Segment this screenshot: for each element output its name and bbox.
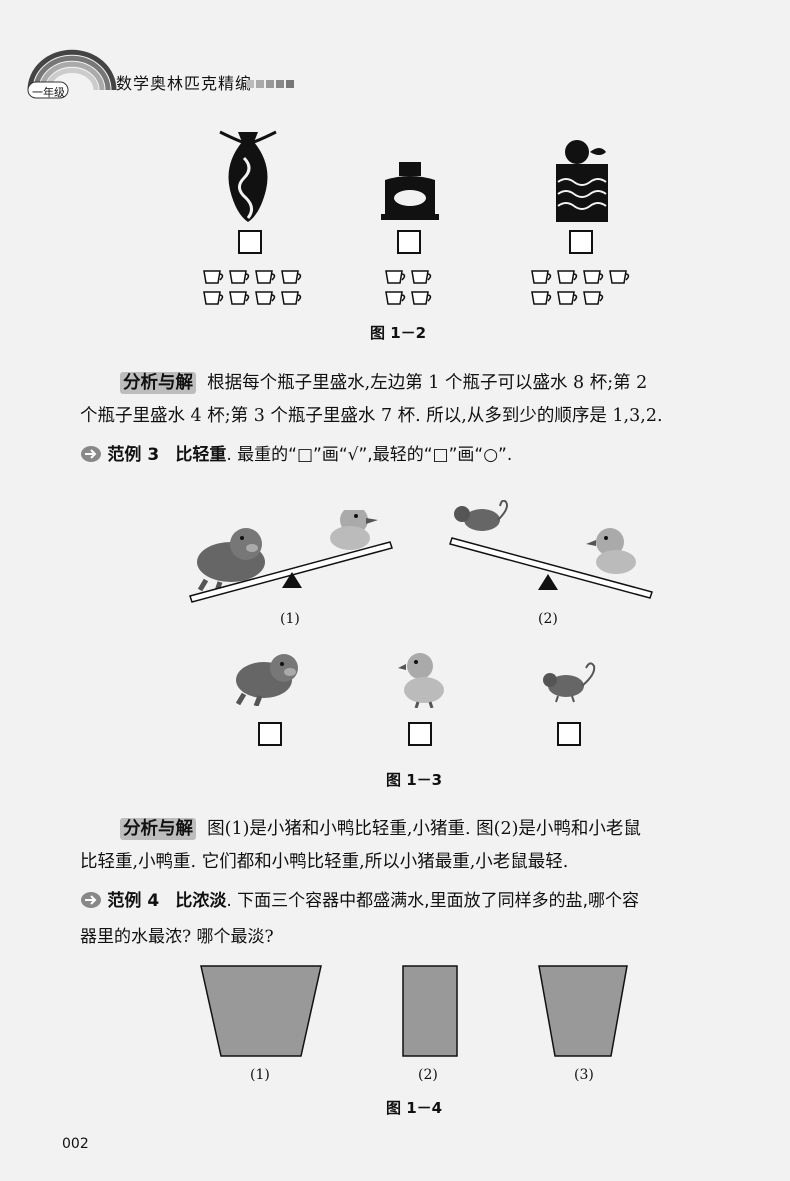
cup-icon xyxy=(608,268,632,286)
analysis-text-line-2: 个瓶子里盛水 4 杯;第 3 个瓶子里盛水 7 杯. 所以,从多到少的顺序是 1… xyxy=(80,406,663,426)
cup-icon xyxy=(410,268,434,286)
book-title: 数学奥林匹克精编 xyxy=(116,74,253,93)
example-4-text-line-2: 器里的水最浓? 哪个最淡? xyxy=(80,927,274,947)
cup-icon xyxy=(556,268,580,286)
analysis-text-line-2: 比轻重,小鸭重. 它们都和小鸭比轻重,所以小猪最重,小老鼠最轻. xyxy=(80,852,569,872)
page-number: 002 xyxy=(62,1136,89,1152)
cup-icon xyxy=(582,268,606,286)
example-4-title: 比浓淡 xyxy=(175,891,227,911)
cup-icon xyxy=(254,268,278,286)
answer-box-mouse[interactable] xyxy=(557,722,581,746)
pig-icon xyxy=(232,648,304,710)
analysis-tag: 分析与解 xyxy=(120,372,196,394)
container-2 xyxy=(402,965,458,1061)
answer-box-1-2-a[interactable] xyxy=(238,230,262,254)
header-dots xyxy=(246,74,294,93)
seesaw-label-2: (2) xyxy=(538,611,558,627)
cup-icon xyxy=(254,289,278,307)
container-3 xyxy=(538,965,628,1061)
grade-badge: 一年级 xyxy=(32,86,65,99)
duck-icon xyxy=(586,528,636,574)
analysis-tag: 分析与解 xyxy=(120,818,196,840)
container-label-2: (2) xyxy=(418,1067,438,1083)
example-3-text: . 最重的“□”画“√”,最轻的“□”画“○”. xyxy=(226,445,513,465)
cup-icon xyxy=(384,289,408,307)
duck-icon xyxy=(330,506,378,550)
cup-icon xyxy=(530,289,554,307)
mouse-icon xyxy=(542,660,602,708)
header-logo xyxy=(24,44,120,100)
cup-group-vase xyxy=(202,268,304,307)
cup-icon xyxy=(202,289,226,307)
cup-icon xyxy=(556,289,580,307)
cup-icon xyxy=(384,268,408,286)
example-3-line: 范例 3 比轻重. 最重的“□”画“√”,最轻的“□”画“○”. xyxy=(80,440,512,468)
figure-caption-1-4: 图 1－4 xyxy=(386,1099,443,1117)
cup-icon xyxy=(280,268,304,286)
container-1 xyxy=(200,965,322,1061)
cup-icon xyxy=(280,289,304,307)
arrow-icon xyxy=(80,445,102,468)
cup-icon xyxy=(530,268,554,286)
cup-group-jar xyxy=(530,268,632,307)
jar-icon xyxy=(550,138,616,228)
cup-icon xyxy=(582,289,606,307)
answer-box-pig[interactable] xyxy=(258,722,282,746)
figure-caption-1-3: 图 1－3 xyxy=(386,771,443,789)
cup-icon xyxy=(228,268,252,286)
mouse-icon xyxy=(454,499,508,531)
cup-icon xyxy=(228,289,252,307)
analysis-paragraph-1: 分析与解 根据每个瓶子里盛水,左边第 1 个瓶子可以盛水 8 杯;第 2 个瓶子… xyxy=(80,367,760,433)
answer-box-duck[interactable] xyxy=(408,722,432,746)
example-4-label: 范例 4 xyxy=(107,891,160,911)
seesaw-2 xyxy=(448,499,658,610)
short-bottle-icon xyxy=(377,160,443,226)
cup-group-short-bottle xyxy=(384,268,434,307)
analysis-paragraph-2: 分析与解 图(1)是小猪和小鸭比轻重,小猪重. 图(2)是小鸭和小老鼠 比轻重,… xyxy=(80,813,760,879)
container-label-1: (1) xyxy=(250,1067,270,1083)
figure-caption-1-2: 图 1－2 xyxy=(370,324,427,342)
seesaw-label-1: (1) xyxy=(280,611,300,627)
cup-icon xyxy=(410,289,434,307)
example-4-text-line-1: . 下面三个容器中都盛满水,里面放了同样多的盐,哪个容 xyxy=(226,891,639,911)
cup-icon xyxy=(202,268,226,286)
pig-icon xyxy=(197,528,265,595)
example-4-line: 范例 4 比浓淡. 下面三个容器中都盛满水,里面放了同样多的盐,哪个容 器里的水… xyxy=(80,885,770,954)
analysis-text-line-1: 图(1)是小猪和小鸭比轻重,小猪重. 图(2)是小鸭和小老鼠 xyxy=(207,819,641,839)
seesaw-1 xyxy=(186,506,396,610)
vase-icon xyxy=(216,128,280,228)
answer-box-1-2-c[interactable] xyxy=(569,230,593,254)
example-3-title: 比轻重 xyxy=(175,445,227,465)
example-3-label: 范例 3 xyxy=(107,445,160,465)
answer-box-1-2-b[interactable] xyxy=(397,230,421,254)
container-label-3: (3) xyxy=(574,1067,594,1083)
arrow-icon xyxy=(80,888,102,921)
analysis-text-line-1: 根据每个瓶子里盛水,左边第 1 个瓶子可以盛水 8 杯;第 2 xyxy=(207,373,648,393)
duck-icon xyxy=(398,652,450,712)
